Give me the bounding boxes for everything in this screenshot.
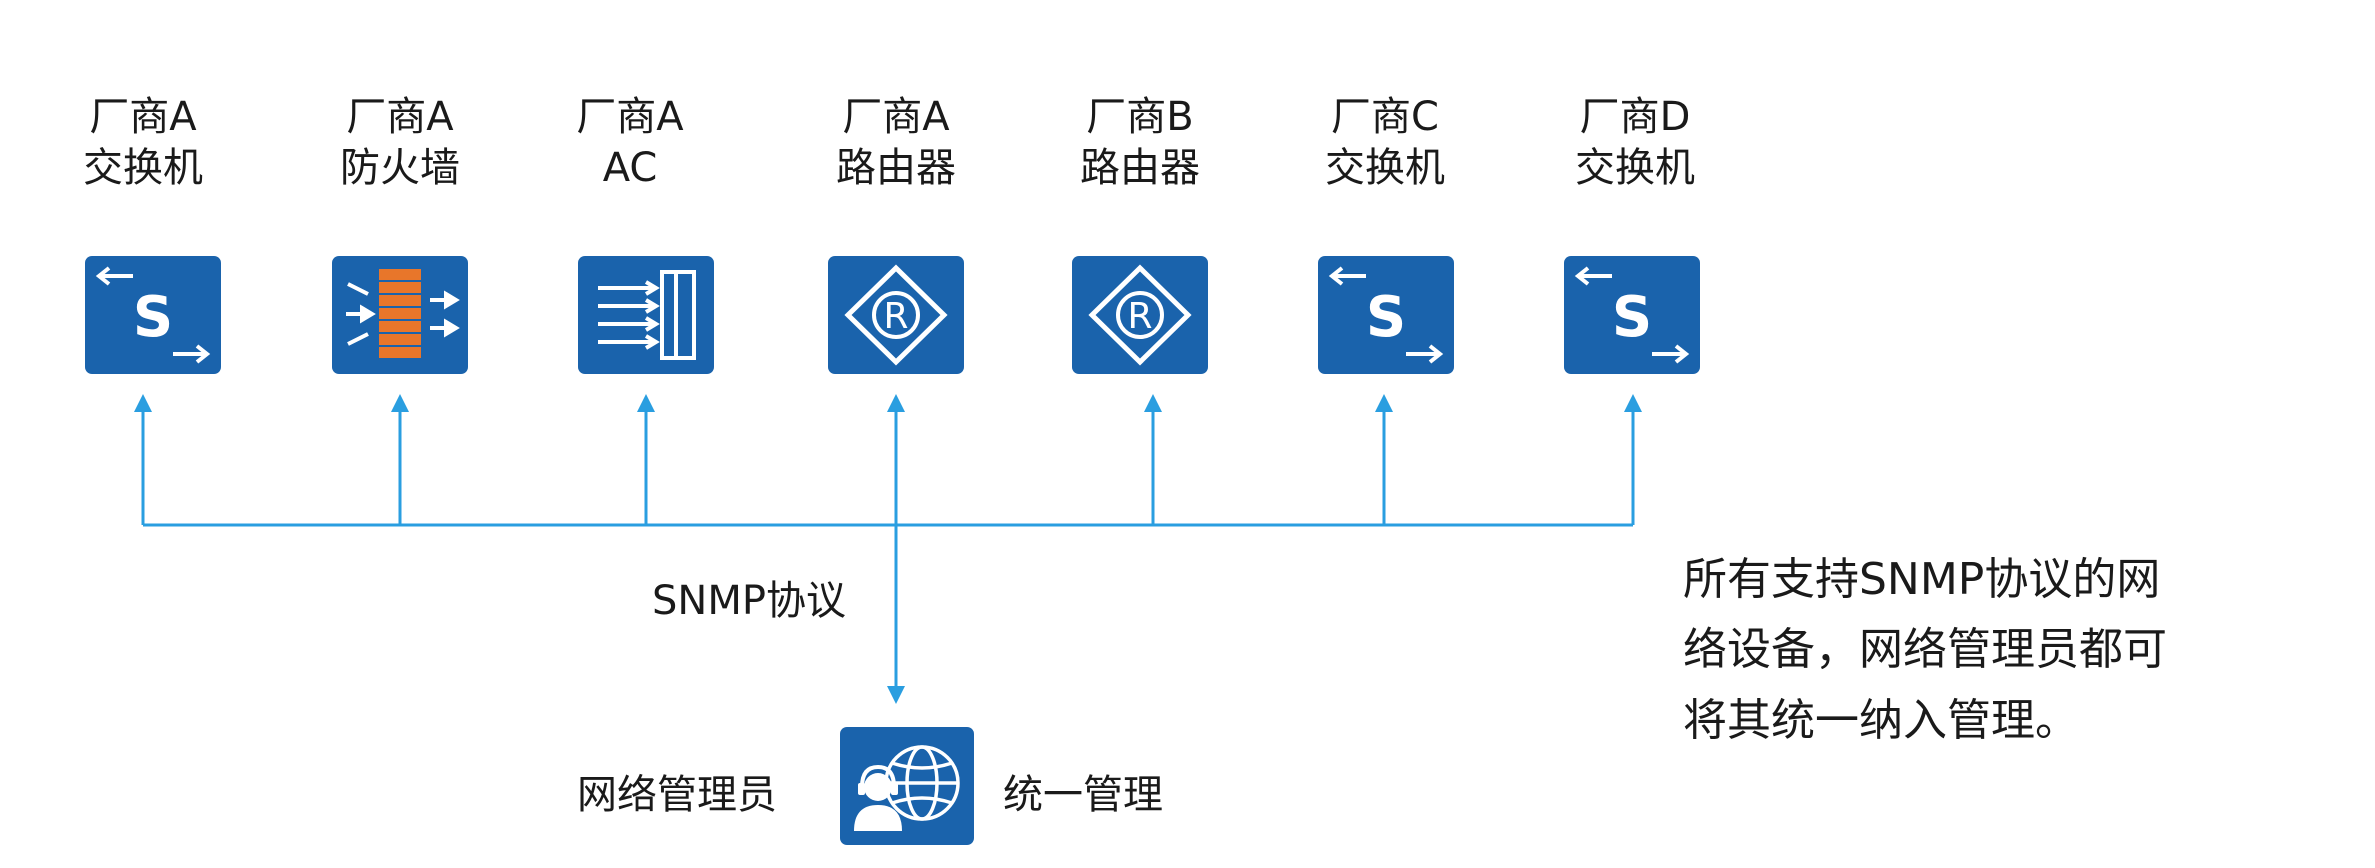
- switch-icon: S: [1318, 256, 1454, 374]
- svg-text:R: R: [1127, 296, 1152, 337]
- switch-icon: S: [85, 256, 221, 374]
- device-type: 路由器: [836, 145, 956, 192]
- device-type: 路由器: [1080, 145, 1200, 192]
- device-vendor: 厂商D: [1579, 94, 1691, 140]
- device-label-5: 厂商C 交换机: [1285, 92, 1485, 194]
- device-type: 防火墙: [340, 145, 460, 192]
- device-vendor: 厂商A: [842, 94, 950, 140]
- device-label-4: 厂商B 路由器: [1040, 92, 1240, 194]
- device-vendor: 厂商A: [576, 94, 684, 140]
- router-icon: R: [1072, 256, 1208, 374]
- protocol-label: SNMP协议: [652, 578, 846, 624]
- svg-text:S: S: [1612, 285, 1652, 350]
- note-text: 所有支持SNMP协议的网 络设备，网络管理员都可 将其统一纳入管理。: [1683, 545, 2243, 756]
- svg-text:R: R: [883, 296, 908, 337]
- unified-management-label: 统一管理: [1003, 772, 1163, 818]
- svg-text:S: S: [133, 285, 173, 350]
- router-icon: R: [828, 256, 964, 374]
- device-label-6: 厂商D 交换机: [1535, 92, 1735, 194]
- device-type: 交换机: [1575, 145, 1695, 192]
- network-admin-globe-icon: [840, 727, 974, 845]
- note-line: 将其统一纳入管理。: [1683, 694, 2079, 746]
- svg-text:S: S: [1366, 285, 1406, 350]
- device-type: AC: [602, 145, 658, 192]
- device-label-2: 厂商A AC: [530, 92, 730, 194]
- device-vendor: 厂商A: [89, 94, 197, 140]
- device-vendor: 厂商C: [1331, 94, 1439, 140]
- device-label-0: 厂商A 交换机: [43, 92, 243, 194]
- device-type: 交换机: [83, 145, 203, 192]
- device-label-1: 厂商A 防火墙: [300, 92, 500, 194]
- note-line: 络设备，网络管理员都可: [1683, 624, 2167, 676]
- switch-icon: S: [1564, 256, 1700, 374]
- network-admin-label: 网络管理员: [577, 772, 777, 818]
- firewall-icon: [332, 256, 468, 374]
- access-controller-icon: [578, 256, 714, 374]
- device-type: 交换机: [1325, 145, 1445, 192]
- device-vendor: 厂商A: [346, 94, 454, 140]
- note-line: 所有支持SNMP协议的网: [1683, 554, 2161, 605]
- device-vendor: 厂商B: [1086, 94, 1194, 140]
- device-label-3: 厂商A 路由器: [796, 92, 996, 194]
